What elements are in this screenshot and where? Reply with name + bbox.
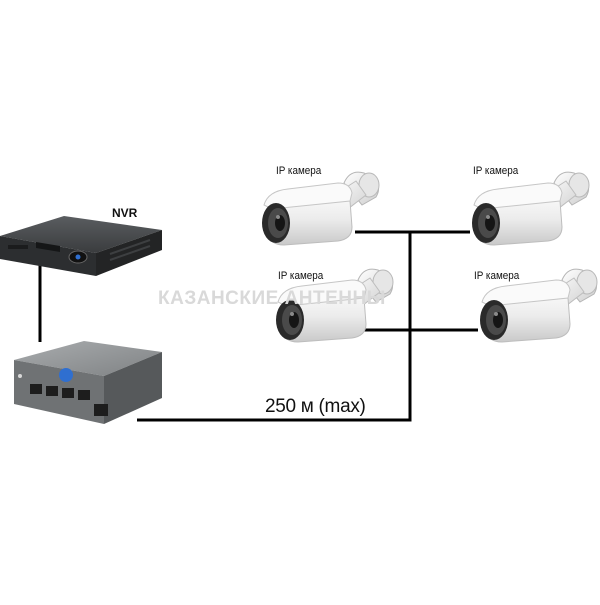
nvr-label: NVR [112,206,138,220]
ip-camera-2 [471,171,590,246]
camera-2-label: IP камера [473,165,519,177]
camera-3-label: IP камера [278,270,324,282]
watermark: КАЗАНСКИЕ АНТЕННЫ [158,288,386,309]
camera-4-label: IP камера [474,270,520,282]
poe-switch [14,341,162,424]
switch-logo-icon [59,368,73,382]
cable-lines [38,230,478,422]
cable-switch-trunk [137,232,412,422]
ip-camera-1 [261,171,380,246]
camera-1-label: IP камера [276,165,322,177]
cable-distance-label: 250 м (max) [265,396,366,417]
nvr-recorder [0,216,162,276]
